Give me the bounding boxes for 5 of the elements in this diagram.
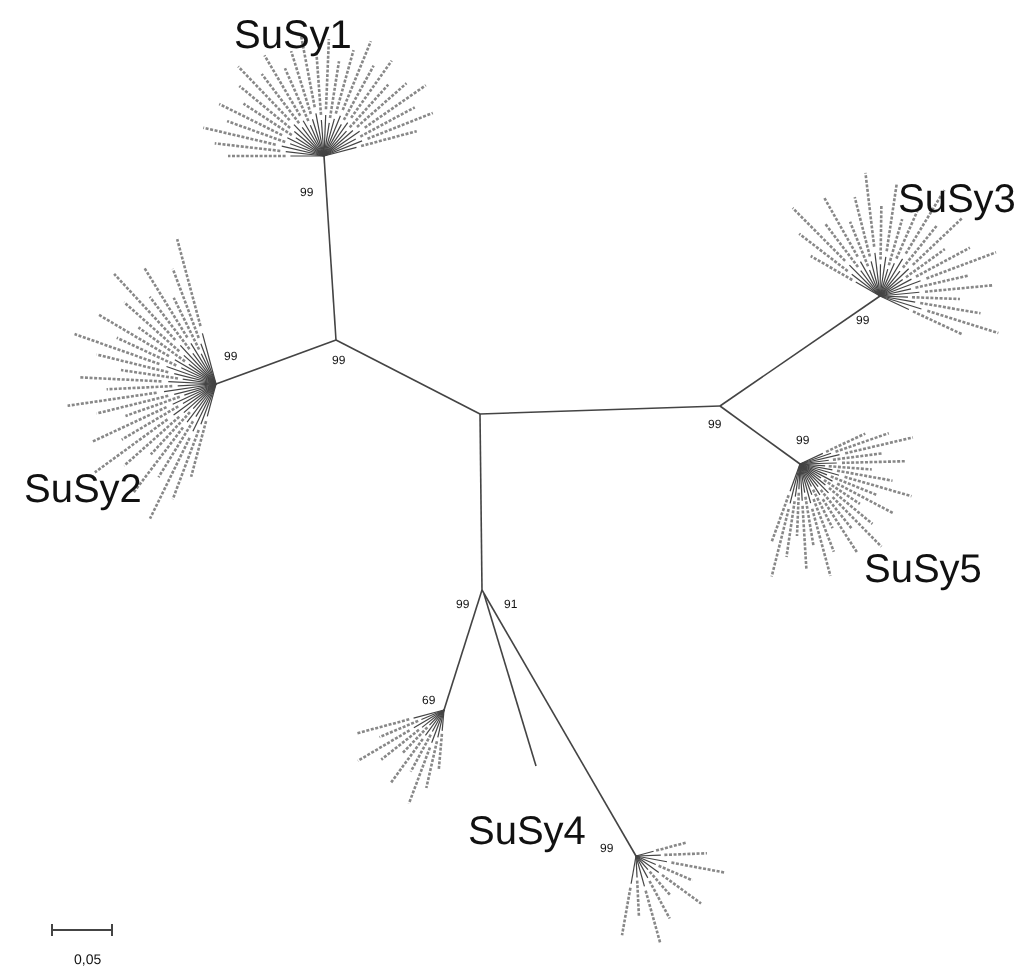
clade-label: SuSy4	[468, 810, 586, 854]
clade-label: SuSy3	[898, 178, 1016, 222]
clade-label: SuSy2	[24, 468, 142, 512]
clade-label: SuSy5	[864, 548, 982, 592]
clade-label: SuSy1	[234, 14, 352, 58]
